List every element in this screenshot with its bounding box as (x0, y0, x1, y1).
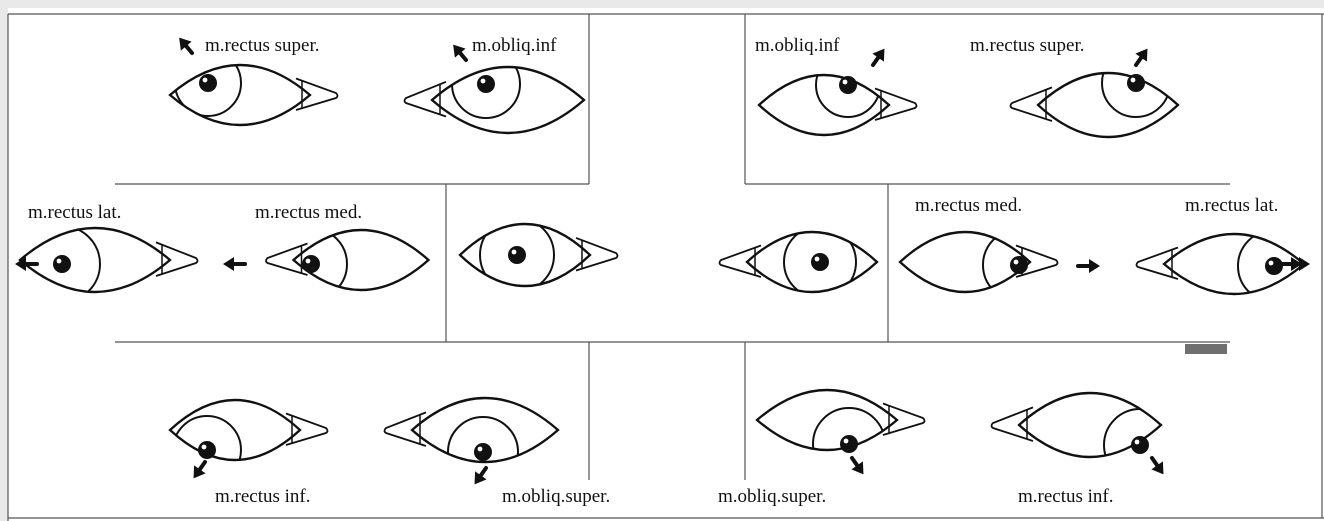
pupil (199, 74, 217, 92)
pupil-highlight (512, 250, 517, 255)
pupil-highlight (1014, 260, 1019, 265)
pupil (198, 441, 216, 459)
pupil (477, 75, 495, 93)
pupil-highlight (1131, 78, 1136, 83)
stamp-mark (1185, 344, 1227, 354)
pupil-highlight (844, 439, 849, 444)
pupil (839, 76, 857, 94)
pupil (1127, 74, 1145, 92)
label-obliquus-superior-right: m.obliq.super. (718, 486, 826, 508)
label-obliquus-inferior-left: m.obliq.inf (472, 35, 556, 57)
label-rectus-lateral-right: m.rectus lat. (1185, 195, 1278, 217)
label-rectus-superior-left: m.rectus super. (205, 35, 320, 57)
pupil (474, 443, 492, 461)
pupil-highlight (478, 447, 483, 452)
label-rectus-inferior-left: m.rectus inf. (215, 486, 311, 508)
pupil-highlight (203, 78, 208, 83)
pupil-highlight (306, 259, 311, 264)
pupil-highlight (1135, 440, 1140, 445)
pupil (840, 435, 858, 453)
pupil-highlight (815, 257, 820, 262)
label-obliquus-inferior-right: m.obliq.inf (755, 35, 839, 57)
pupil (811, 253, 829, 271)
label-rectus-medial-left: m.rectus med. (255, 202, 362, 224)
pupil-highlight (481, 79, 486, 84)
pupil (302, 255, 320, 273)
label-rectus-lateral-left: m.rectus lat. (28, 202, 121, 224)
label-rectus-inferior-right: m.rectus inf. (1018, 486, 1114, 508)
label-rectus-superior-right: m.rectus super. (970, 35, 1085, 57)
pupil (53, 255, 71, 273)
pupil-highlight (1269, 261, 1274, 266)
pupil (508, 246, 526, 264)
label-rectus-medial-right: m.rectus med. (915, 195, 1022, 217)
label-obliquus-superior-left: m.obliq.super. (502, 486, 610, 508)
pupil-highlight (57, 259, 62, 264)
pupil-highlight (202, 445, 207, 450)
pupil (1131, 436, 1149, 454)
pupil-highlight (843, 80, 848, 85)
pupil (1010, 256, 1028, 274)
